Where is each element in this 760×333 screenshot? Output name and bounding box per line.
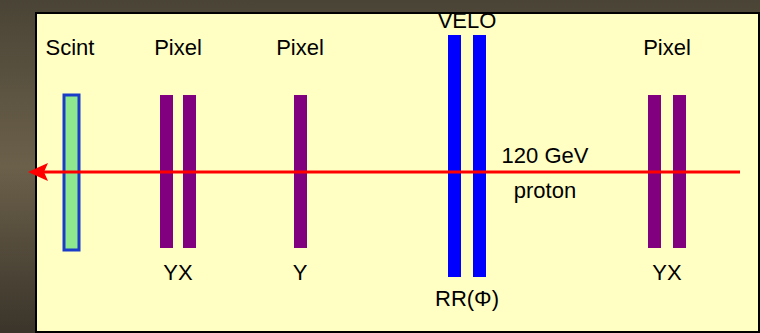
plane-orientation: YX — [652, 260, 681, 285]
detector-name: Pixel — [154, 35, 202, 60]
beam-arrowhead — [28, 163, 48, 181]
velo-plane — [473, 35, 486, 277]
velo-plane — [448, 35, 461, 277]
beam-line — [40, 171, 740, 174]
panel — [36, 13, 759, 332]
detector-name: VELO — [438, 8, 497, 33]
beam-label: 120 GeV — [502, 143, 589, 168]
detector-name: Scint — [46, 35, 95, 60]
detector-name: Pixel — [276, 35, 324, 60]
plane-orientation: Y — [293, 260, 308, 285]
plane-orientation: RR(Φ) — [435, 286, 499, 311]
detector-name: Pixel — [643, 35, 691, 60]
plane-orientation: YX — [163, 260, 192, 285]
beam-label: proton — [514, 178, 576, 203]
